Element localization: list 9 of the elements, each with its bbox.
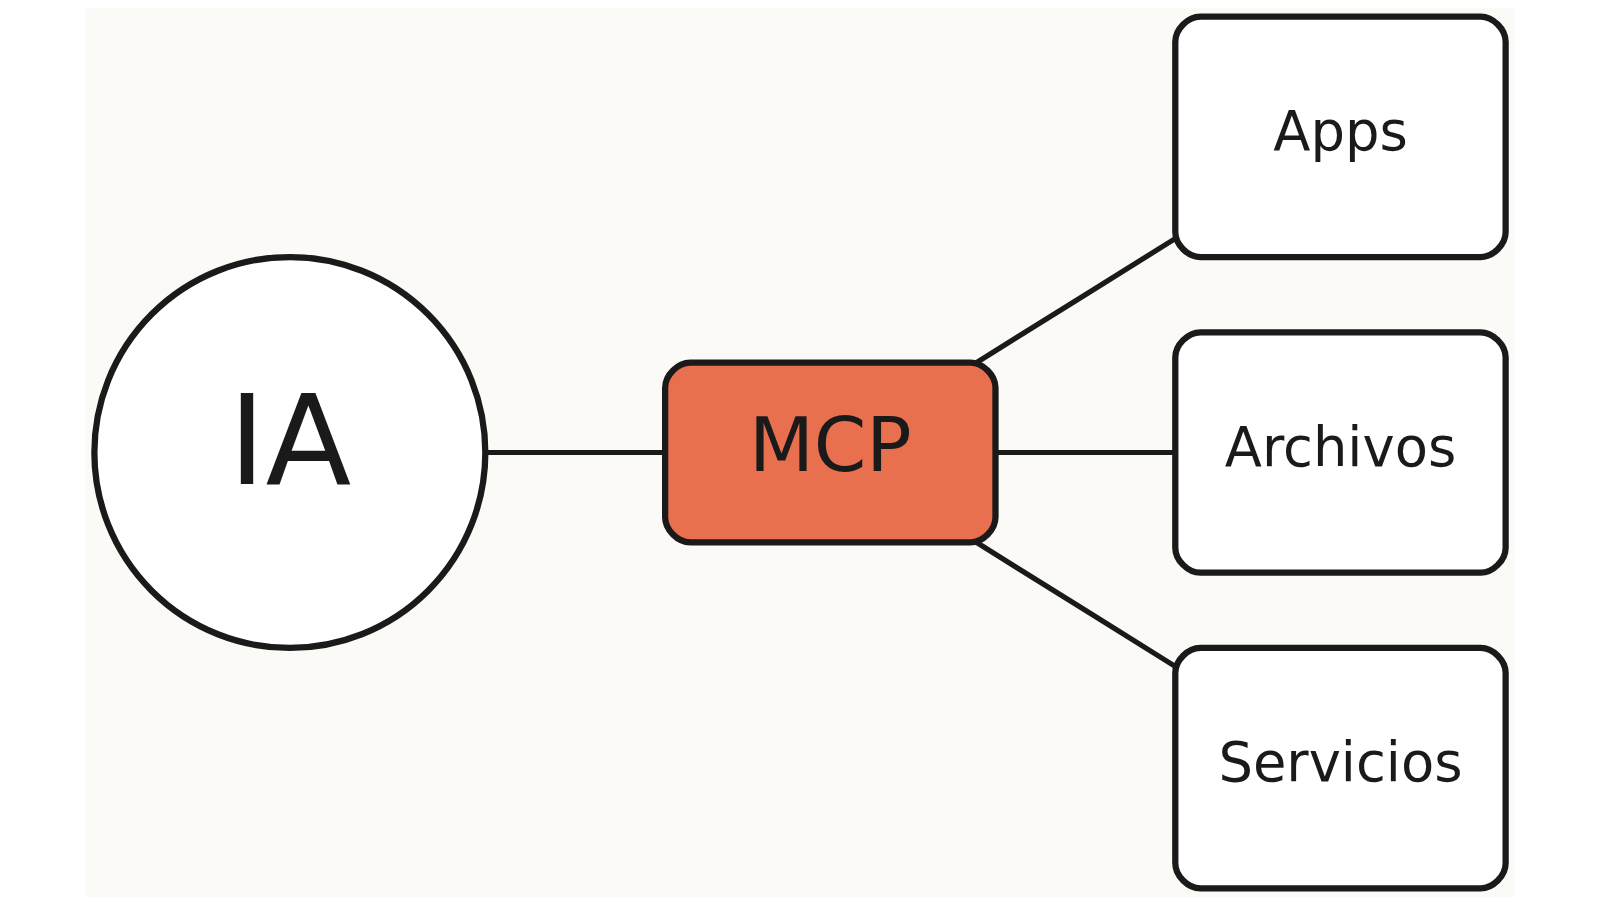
node-circle: IA bbox=[91, 253, 489, 652]
node-box: Servicios bbox=[1172, 644, 1509, 892]
connector bbox=[975, 540, 1177, 669]
node-box: Apps bbox=[1172, 13, 1509, 261]
node-box: MCP bbox=[662, 359, 999, 546]
connector bbox=[996, 449, 1175, 456]
connector bbox=[975, 236, 1177, 365]
node-box: Archivos bbox=[1172, 329, 1509, 576]
connector bbox=[485, 449, 665, 456]
